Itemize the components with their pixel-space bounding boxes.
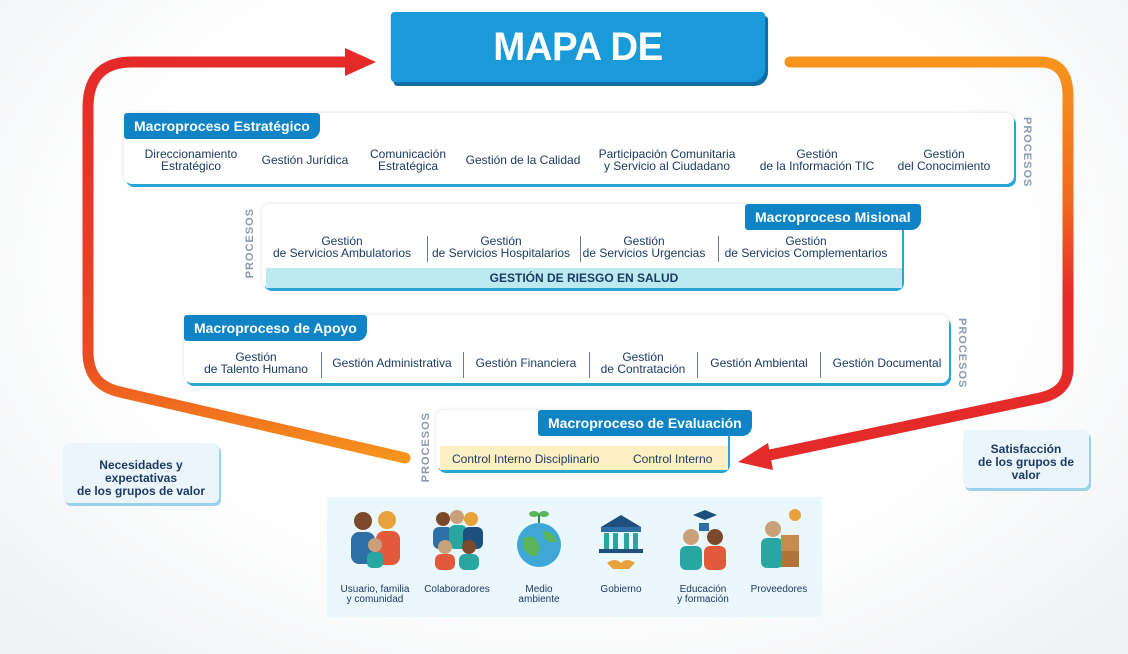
group-proveedores-label: Proveedores xyxy=(750,584,808,595)
apoyo-item-2: Gestión Financiera xyxy=(475,356,577,370)
control-interno-disciplinario: Control Interno Disciplinario xyxy=(452,452,600,466)
estrategico-item-1: Gestión Jurídica xyxy=(261,153,349,167)
right-arrow-head xyxy=(738,443,773,470)
group-medio-ambiente-label: Medio ambiente xyxy=(518,584,560,605)
left-flow-arrow xyxy=(82,56,411,464)
apoyo-item-1: Gestión Administrativa xyxy=(332,356,452,370)
group-colaboradores-label: Colaboradores xyxy=(424,584,490,595)
grupos-de-valor-panel: Usuario, familia y comunidad Colaborador… xyxy=(327,497,822,617)
apoyo-separator-3 xyxy=(697,352,698,378)
apoyo-separator-0 xyxy=(321,352,322,378)
misional-separator-2 xyxy=(718,236,719,262)
government-building-icon xyxy=(599,515,643,569)
education-icon xyxy=(680,510,726,570)
control-interno: Control Interno xyxy=(633,452,713,466)
right-flow-arrow xyxy=(759,56,1074,462)
group-educacion-label: Educación y formación xyxy=(677,584,729,605)
page-title: MAPA DE PROCESOS xyxy=(390,12,766,139)
team-icon xyxy=(433,510,483,570)
apoyo-separator-2 xyxy=(589,352,590,378)
group-gobierno-label: Gobierno xyxy=(600,584,642,595)
necesidades-box: Necesidades y expectativas de los grupos… xyxy=(63,443,219,503)
left-arrow-head xyxy=(345,48,376,76)
riesgo-band: GESTIÓN DE RIESGO EN SALUD xyxy=(266,268,902,288)
apoyo-item-4: Gestión Ambiental xyxy=(710,356,808,370)
evaluacion-tag: Macroproceso de Evaluación xyxy=(538,410,752,436)
misional-tag: Macroproceso Misional xyxy=(745,204,921,230)
misional-separator-1 xyxy=(580,236,581,262)
apoyo-separator-4 xyxy=(820,352,821,378)
estrategico-item-3: Gestión de la Calidad xyxy=(465,153,581,167)
group-usuario-label: Usuario, familia y comunidad xyxy=(340,584,410,605)
apoyo-procesos-label: PROCESOS xyxy=(956,318,968,389)
apoyo-item-5: Gestión Documental xyxy=(832,356,942,370)
necesidades-line-2: de los grupos de valor xyxy=(76,484,206,498)
globe-plant-icon xyxy=(517,511,561,567)
satisfaccion-line-2: de los grupos de valor xyxy=(977,455,1074,482)
misional-separator-0 xyxy=(427,236,428,262)
satisfaccion-box: Satisfacción de los grupos de valor xyxy=(963,430,1089,488)
family-icon xyxy=(351,511,400,568)
apoyo-separator-1 xyxy=(463,352,464,378)
necesidades-line-1: Necesidades y expectativas xyxy=(99,458,183,485)
supplier-icon xyxy=(761,509,801,568)
satisfaccion-line-1: Satisfacción xyxy=(990,442,1062,456)
evaluacion-procesos-label: PROCESOS xyxy=(420,412,432,483)
evaluacion-band xyxy=(440,446,728,470)
misional-procesos-label: PROCESOS xyxy=(244,208,256,279)
estrategico-procesos-label: PROCESOS xyxy=(1021,117,1033,188)
apoyo-tag: Macroproceso de Apoyo xyxy=(184,315,367,341)
estrategico-tag: Macroproceso Estratégico xyxy=(124,113,320,139)
